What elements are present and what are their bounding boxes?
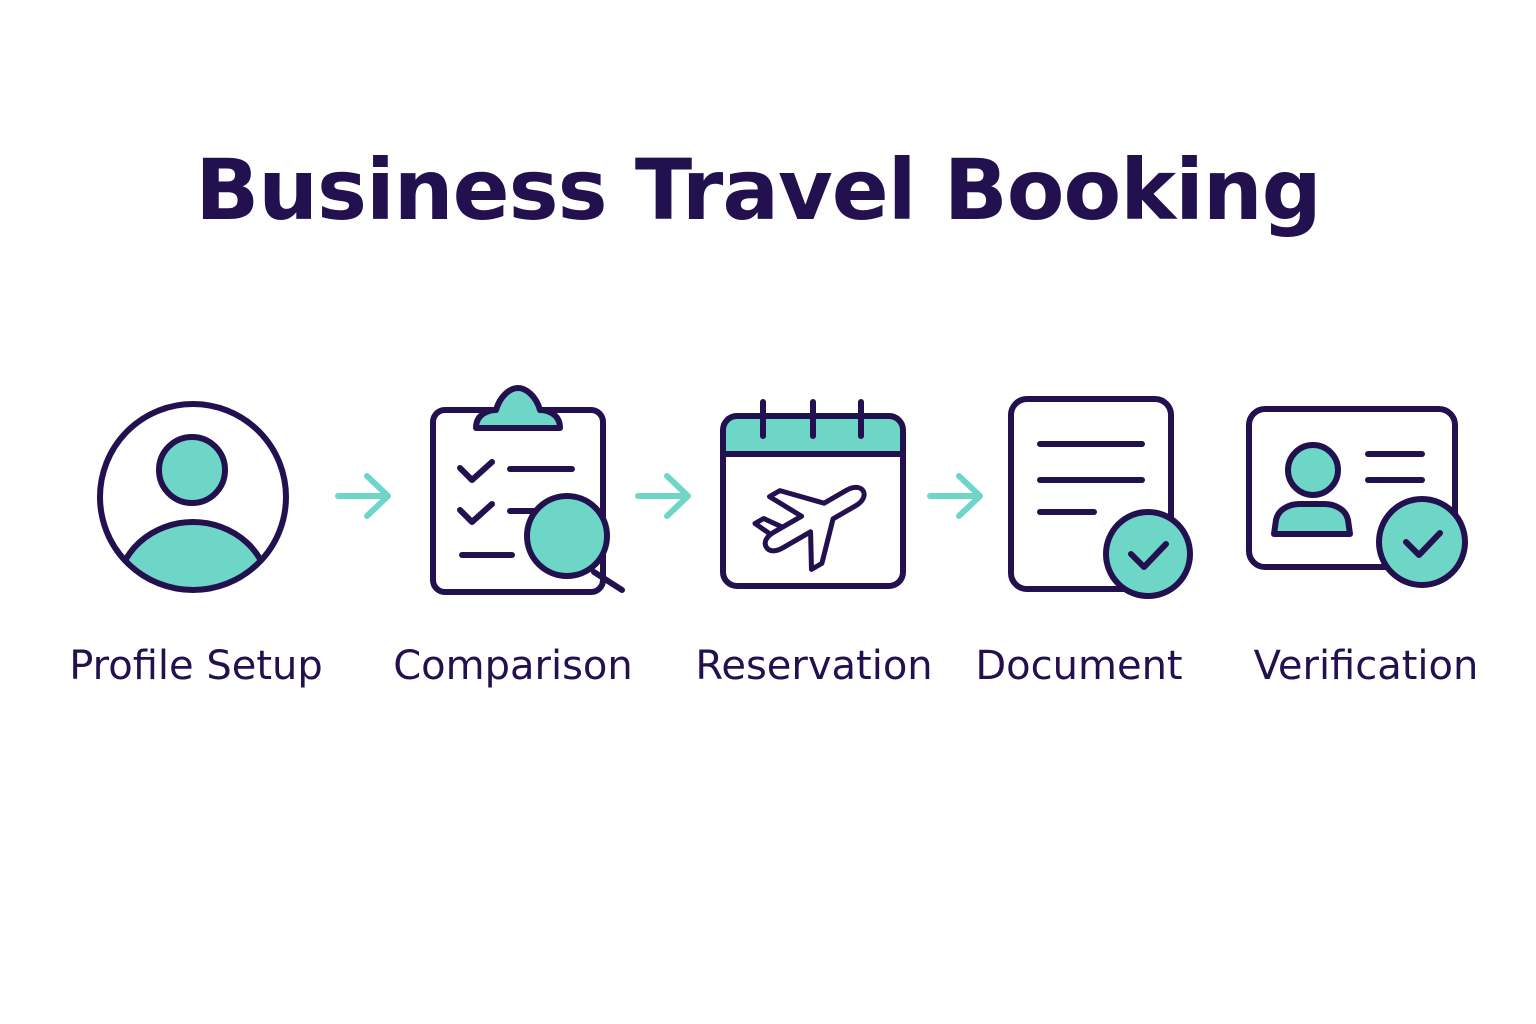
step-label-verification: Verification (1253, 643, 1479, 689)
step-label-comparison: Comparison (393, 643, 633, 689)
user-profile-icon (97, 401, 289, 593)
arrow-right-icon (635, 473, 691, 519)
document-check-icon (1008, 396, 1193, 599)
step-label-reservation: Reservation (695, 643, 933, 689)
arrow-right-icon (927, 473, 983, 519)
page-title: Business Travel Booking (195, 141, 1322, 239)
step-label-profile-setup: Profile Setup (69, 643, 323, 689)
id-card-check-icon (1246, 406, 1468, 588)
arrow-right-icon (335, 473, 391, 519)
calendar-plane-icon (720, 399, 906, 589)
step-label-document: Document (975, 643, 1183, 689)
clipboard-search-icon (430, 385, 625, 595)
